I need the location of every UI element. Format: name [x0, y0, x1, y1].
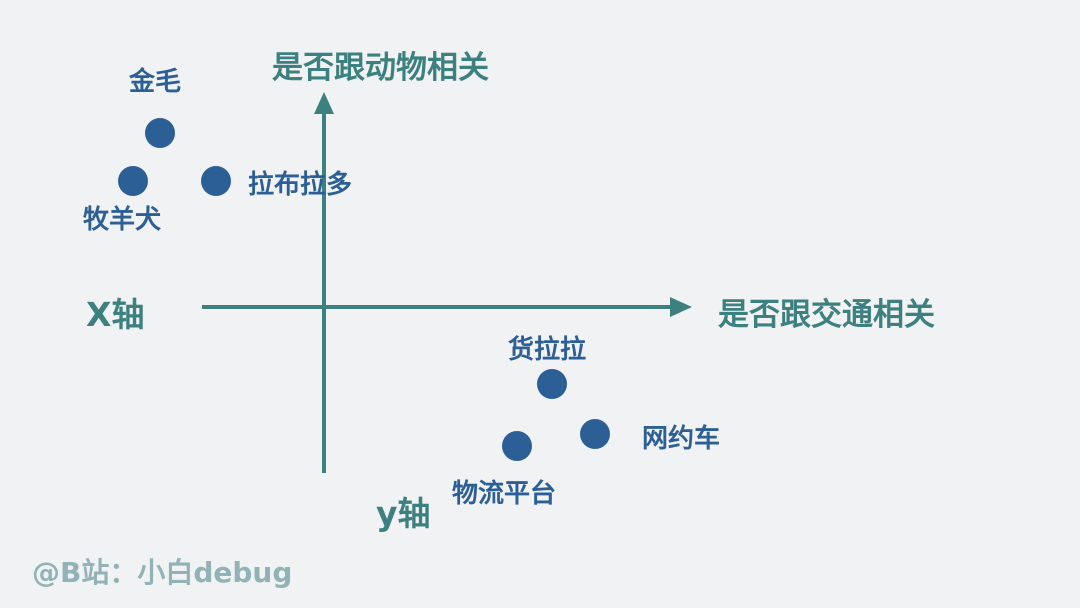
horizontal-axis-title: 是否跟交通相关: [718, 297, 935, 333]
point-golden-retriever-dot: [145, 118, 175, 148]
point-shepherd-dog-dot: [118, 166, 148, 196]
point-logistics-platform-dot: [502, 431, 532, 461]
point-logistics-platform-label: 物流平台: [452, 478, 556, 509]
point-golden-retriever-label: 金毛: [128, 66, 181, 97]
point-huolala-label: 货拉拉: [508, 334, 586, 365]
vertical-axis-title: 是否跟动物相关: [272, 50, 489, 86]
point-ride-hailing-dot: [580, 419, 610, 449]
horizontal-axis-arrow-icon: [670, 297, 692, 317]
point-shepherd-dog-label: 牧羊犬: [83, 204, 162, 235]
y-axis-name: y轴: [376, 494, 431, 533]
vertical-axis: [314, 92, 334, 473]
horizontal-axis: [202, 297, 692, 317]
watermark: @B站：小白debug: [32, 556, 292, 589]
point-huolala-dot: [537, 369, 567, 399]
point-labrador-label: 拉布拉多: [248, 169, 352, 200]
point-ride-hailing-label: 网约车: [642, 423, 720, 454]
x-axis-name: X轴: [86, 295, 144, 334]
vertical-axis-arrow-icon: [314, 92, 334, 114]
point-labrador-dot: [201, 166, 231, 196]
